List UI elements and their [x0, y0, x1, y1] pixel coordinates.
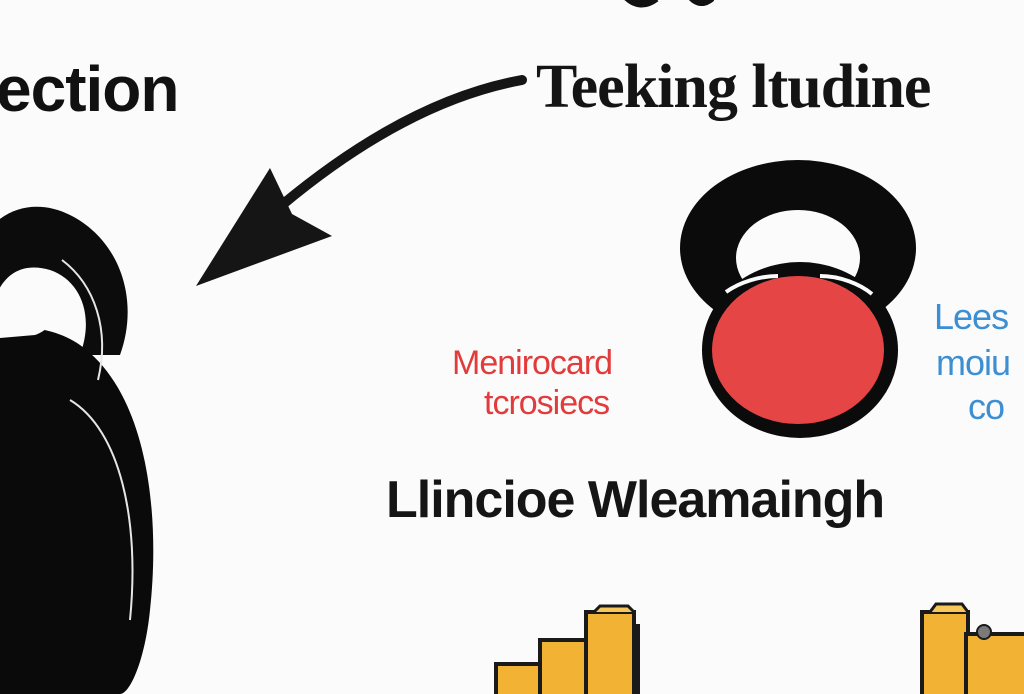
- top-fragment: [624, 0, 715, 8]
- arrow-icon: [196, 75, 527, 286]
- blue-label-line-1: Lees: [934, 296, 1009, 337]
- bar-chart-left-icon: [494, 604, 640, 694]
- small-kettlebell-icon: [680, 160, 916, 438]
- blue-label-line-2: moiu: [936, 342, 1011, 383]
- blue-label-line-3: co: [968, 386, 1005, 427]
- red-label-line-2: tcrosiecs: [484, 384, 610, 422]
- large-kettlebell-icon: [0, 206, 154, 694]
- bar-chart-right-icon: [920, 602, 1024, 694]
- red-label-line-1: Menirocard: [452, 344, 613, 382]
- heading-right: Teeking ltudine: [536, 53, 931, 121]
- heading-bottom: Llincioe Wleamaingh: [386, 471, 885, 529]
- heading-left: ection: [0, 53, 179, 125]
